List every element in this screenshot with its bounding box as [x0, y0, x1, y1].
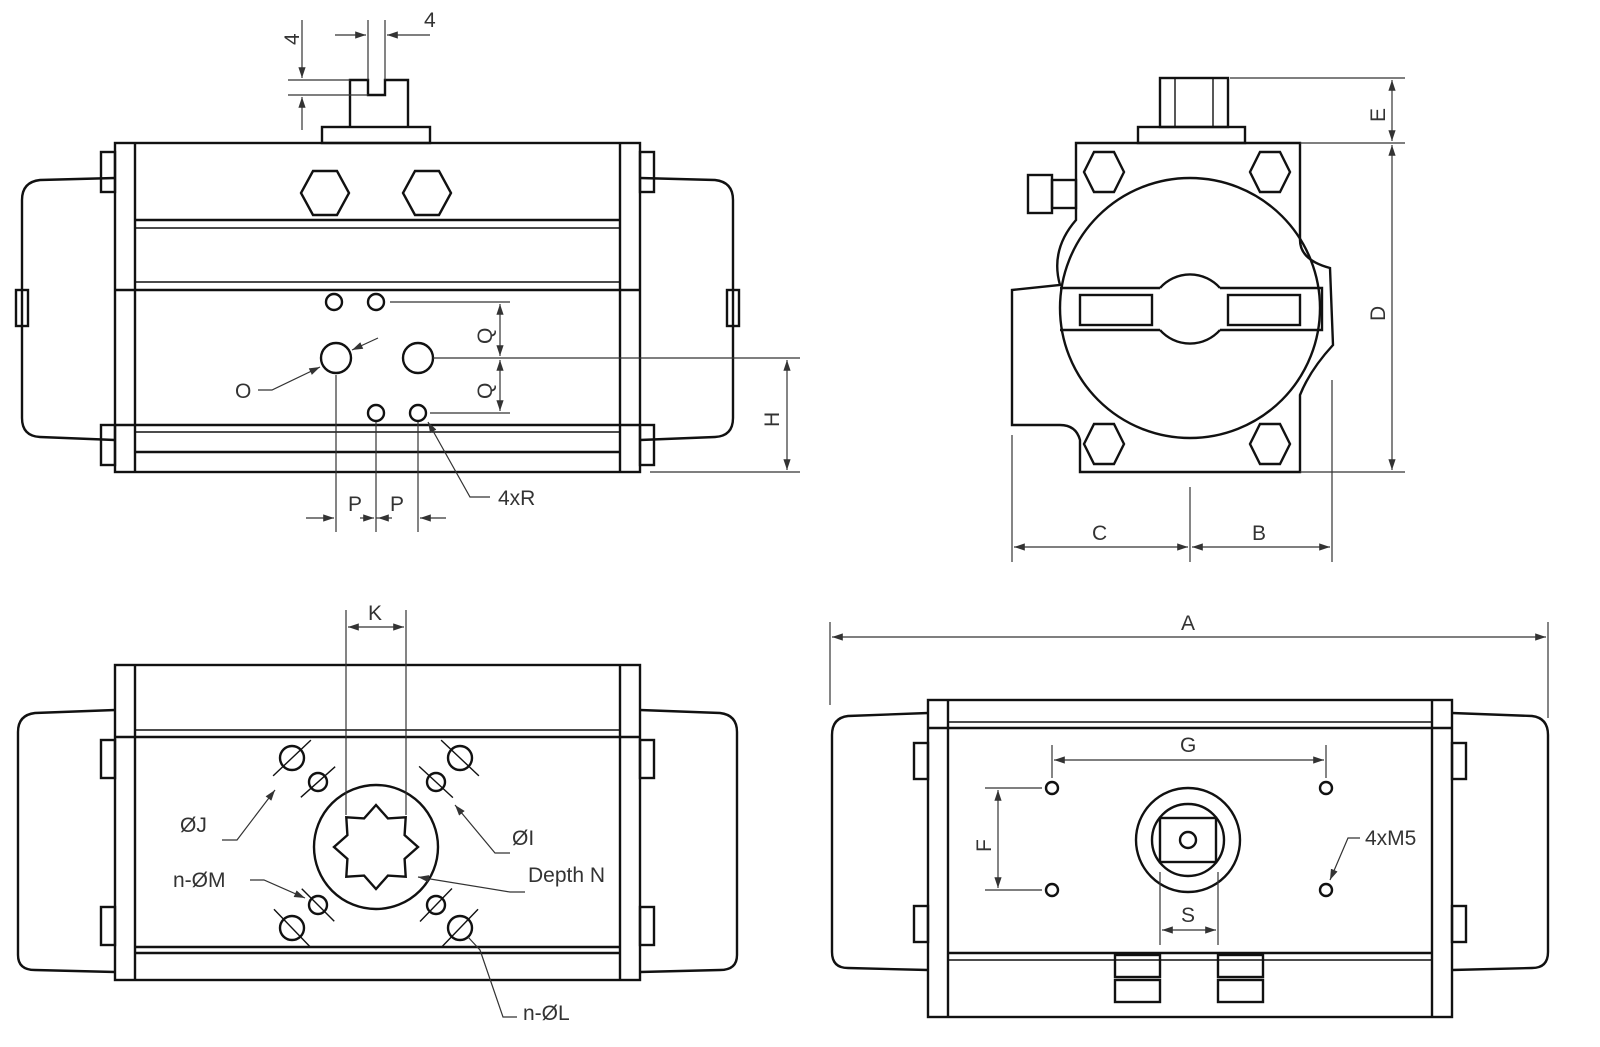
- dim-slot-depth: 4: [281, 33, 304, 45]
- front-view: 4 4 Q Q O H P P 4xR: [14, 9, 800, 532]
- label-depth-n: Depth N: [528, 864, 605, 887]
- drive-shaft: [348, 78, 410, 127]
- label-o: O: [235, 380, 251, 403]
- actuator-housing: [1010, 141, 1335, 474]
- dim-f: F: [973, 839, 996, 852]
- label-oj: ØJ: [180, 814, 207, 837]
- side-view: E D C B: [1010, 76, 1405, 562]
- hole-centerline: [301, 888, 335, 922]
- output-shaft-boss: [1134, 786, 1242, 894]
- dim-a: A: [1181, 612, 1195, 635]
- right-end-cap: [639, 176, 735, 442]
- label-4xm5: 4xM5: [1365, 827, 1416, 850]
- dim-q-lower: Q: [474, 383, 497, 399]
- dim-g: G: [1180, 734, 1196, 757]
- label-n-ol: n-ØL: [523, 1002, 570, 1025]
- top-view: A G F S 4xM5: [829, 612, 1550, 1019]
- star-drive-socket: [332, 803, 420, 891]
- piston-bore: [1058, 176, 1322, 440]
- mounting-hole: [278, 914, 306, 942]
- hole-centerline: [273, 908, 311, 948]
- solenoid-port: [1026, 173, 1054, 215]
- dim-b: B: [1252, 522, 1266, 545]
- dim-c: C: [1092, 522, 1107, 545]
- hole-centerline: [441, 908, 479, 948]
- mounting-hole: [425, 894, 447, 916]
- mounting-flange-circle: [312, 783, 440, 911]
- dim-p-right: P: [390, 493, 404, 516]
- label-oi: ØI: [512, 827, 534, 850]
- mounting-hole: [278, 744, 306, 772]
- label-n-om: n-ØM: [173, 869, 226, 892]
- hole-centerline: [440, 739, 480, 777]
- mounting-hole: [307, 771, 329, 793]
- shaft-square: [1158, 816, 1218, 864]
- mounting-hole: [446, 744, 474, 772]
- hole-centerline: [300, 766, 336, 798]
- mounting-hole: [446, 914, 474, 942]
- bottom-view: K ØJ ØI n-ØM Depth N n-ØL: [16, 602, 739, 1025]
- actuator-body: [113, 141, 642, 474]
- left-end-cap: [20, 176, 116, 442]
- label-4xr: 4xR: [498, 487, 535, 510]
- dim-p-left: P: [348, 493, 362, 516]
- hex-plug: [401, 169, 453, 217]
- hex-plug: [299, 169, 351, 217]
- shaft-base: [320, 125, 432, 145]
- dim-e: E: [1367, 108, 1390, 122]
- hole-centerline: [418, 765, 454, 799]
- dim-k: K: [368, 602, 382, 625]
- dim-h: H: [761, 412, 784, 427]
- mounting-hole: [425, 771, 447, 793]
- dim-s: S: [1181, 904, 1195, 927]
- dim-q-upper: Q: [474, 328, 497, 344]
- mounting-hole: [307, 894, 329, 916]
- dim-d: D: [1367, 306, 1390, 321]
- hole-centerline: [419, 887, 453, 923]
- dim-slot-width: 4: [424, 9, 436, 32]
- hole-centerline: [272, 739, 312, 777]
